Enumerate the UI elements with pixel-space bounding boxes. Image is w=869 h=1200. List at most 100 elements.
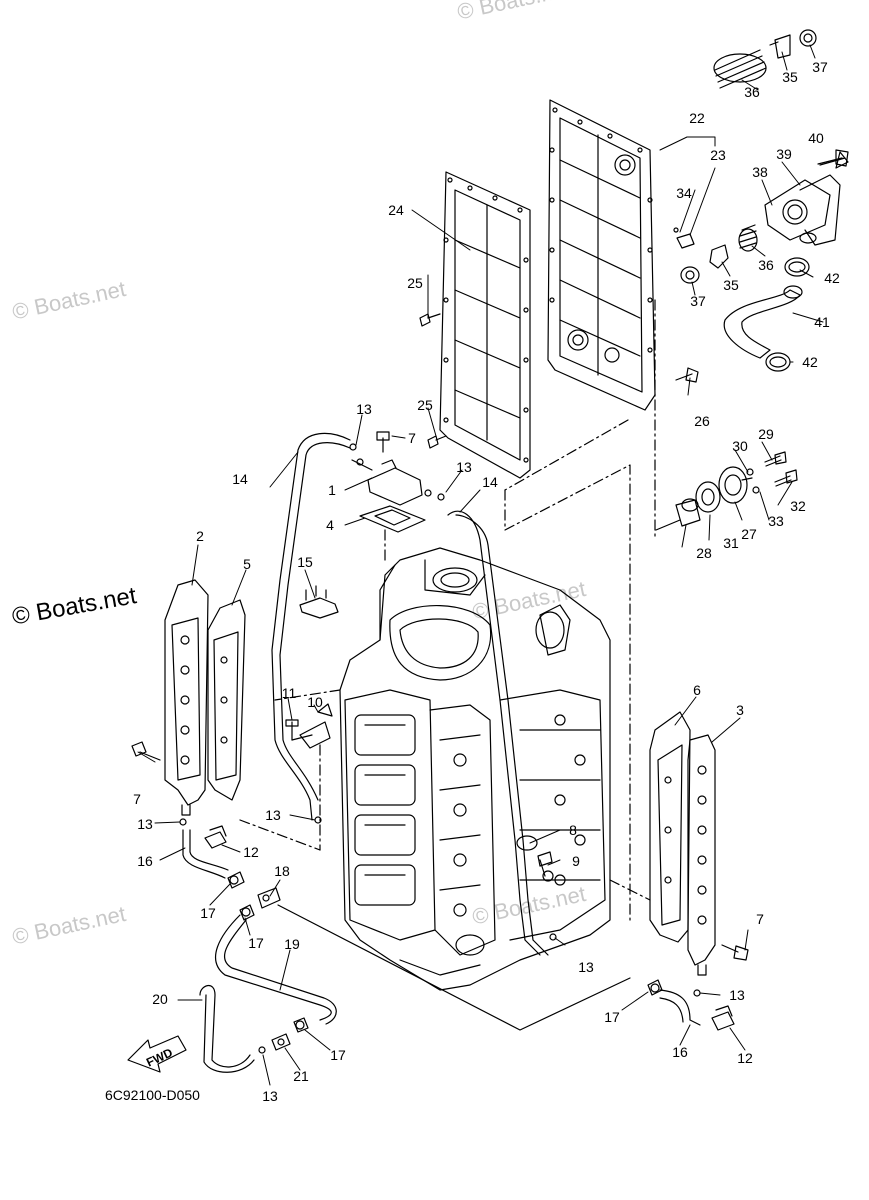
callout-34: 34 [676,185,692,201]
callout-4: 4 [326,517,334,533]
callout-36-top: 36 [744,84,760,100]
clip-8 [516,835,538,851]
clip-12-right [711,1005,735,1031]
hose-route-lines [277,519,681,1031]
bolt-26 [675,367,699,383]
bolt-7-right [721,944,749,961]
hose-16-left [182,829,229,879]
callout-15: 15 [297,554,313,570]
gasket-5 [207,599,246,801]
bolt-7-top [376,431,390,453]
gasket-4 [359,505,426,533]
callout-13-b: 13 [456,459,472,475]
callout-17-a: 17 [200,905,216,921]
cover-3 [687,734,716,976]
callout-29: 29 [758,426,774,442]
callout-23: 23 [710,147,726,163]
callout-14-left: 14 [232,471,248,487]
hose-14-left [271,432,351,821]
clip-12-left [204,825,227,849]
callout-25: 25 [417,397,433,413]
small-clips-13 [179,443,701,1054]
callout-30: 30 [732,438,748,454]
callout-13-g: 13 [262,1088,278,1104]
callout-28: 28 [696,545,712,561]
callout-7-right: 7 [756,911,764,927]
callout-39: 39 [776,146,792,162]
diagram-code: 6C92100-D050 [105,1087,200,1103]
callout-8: 8 [569,822,577,838]
fittings-17 [227,871,663,1033]
hose-20 [199,985,255,1073]
callout-31: 31 [723,535,739,551]
gasket-31 [695,481,721,513]
small-fitting-34 [673,227,695,249]
callout-33: 33 [768,513,784,529]
callout-2: 2 [196,528,204,544]
bolt-11 [285,719,313,741]
callout-20: 20 [152,991,168,1007]
callout-42: 42 [802,354,818,370]
callout-41: 41 [814,314,830,330]
callout-25-top: 25 [407,275,423,291]
callout-37-top: 37 [812,59,828,75]
top-spring-36 [713,49,767,89]
callout-12-right: 12 [737,1050,753,1066]
callout-26: 26 [694,413,710,429]
callout-6: 6 [693,682,701,698]
callout-42-top: 42 [824,270,840,286]
callout-7-left: 7 [133,791,141,807]
callout-11: 11 [282,685,297,701]
callout-24: 24 [388,202,404,218]
bracket-10 [299,703,333,749]
callout-13-a: 13 [356,401,372,417]
callout-17-b: 17 [248,935,264,951]
fitting-1 [351,458,432,506]
callout-7-top: 7 [408,430,416,446]
callout-14-right: 14 [482,474,498,490]
callout-3: 3 [736,702,744,718]
cover-2 [164,579,209,816]
callout-38: 38 [752,164,768,180]
hose-41 [723,285,803,359]
clip-15 [299,585,339,619]
callout-12-left: 12 [243,844,259,860]
anode-cover-27 [718,466,753,504]
joint-18 [257,887,281,909]
hose-16-right [659,989,701,1026]
callout-13-c: 13 [265,807,281,823]
callout-17-c: 17 [604,1009,620,1025]
joint-21 [271,1033,291,1051]
gasket-6 [649,711,691,943]
callout-27: 27 [741,526,757,542]
callout-22: 22 [689,110,705,126]
callout-13-e: 13 [578,959,594,975]
callout-37: 37 [690,293,706,309]
callout-13-d: 13 [137,816,153,832]
grommet-37 [680,29,817,284]
callout-19: 19 [284,936,300,952]
callout-13-f: 13 [729,987,745,1003]
callout-36: 36 [758,257,774,273]
hose-19 [215,914,337,1025]
callout-5: 5 [243,556,251,572]
thermostat-spring [738,224,758,252]
callout-9: 9 [572,853,580,869]
fwd-label: FWD [144,1045,175,1069]
callout-35-top: 35 [782,69,798,85]
bolts-25 [419,313,447,449]
fwd-arrow-icon [127,1035,187,1073]
callout-16-right: 16 [672,1044,688,1060]
callout-16-left: 16 [137,853,153,869]
exhaust-cover [547,99,656,411]
callout-35: 35 [723,277,739,293]
callout-40: 40 [808,130,824,146]
bolts-29-32 [746,451,798,494]
hose-14-right [447,510,549,956]
bolt-40 [817,149,849,167]
cylinder-block [339,547,611,991]
callout-leaders [137,44,824,1086]
callout-17-d: 17 [330,1047,346,1063]
exhaust-cover-gasket [439,171,531,479]
